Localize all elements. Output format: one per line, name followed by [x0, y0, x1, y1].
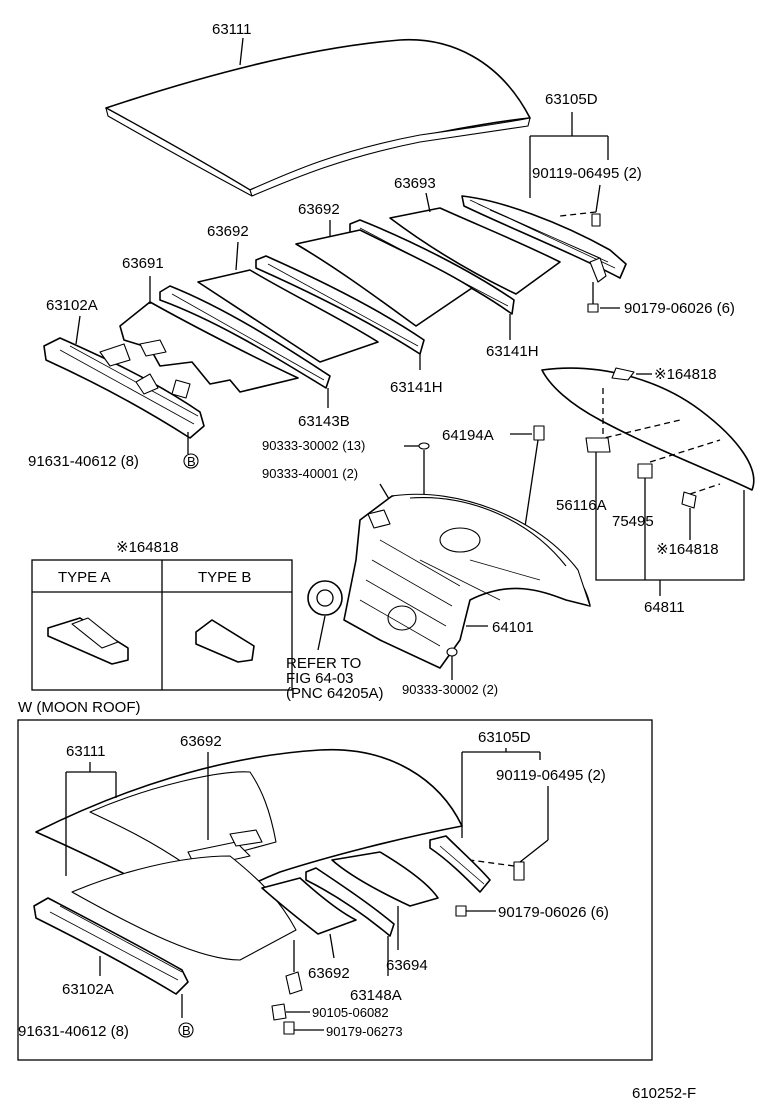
label-mr-pad: 63694: [386, 957, 428, 974]
label-mr-screw: 90105-06082: [312, 1005, 389, 1020]
mr-silencer-lower-drawing: [261, 877, 357, 935]
type-inset-box: ※164818 TYPE A TYPE B: [31, 539, 293, 691]
mr-front-rail-drawing: [33, 897, 189, 995]
label-clip-rear: 90333-30002 (2): [402, 682, 498, 697]
label-silencer-front: 63692: [207, 223, 249, 240]
label-bolt-upper: 90119-06495 (2): [532, 165, 642, 182]
front-silencer-drawing: [197, 269, 379, 363]
label-clip-2: 90333-40001 (2): [262, 466, 358, 481]
label-front-rail: 63102A: [46, 297, 98, 314]
label-type-a: TYPE A: [58, 569, 111, 586]
label-refer-line1: REFER TO: [286, 655, 361, 672]
label-mr-bow: 63148A: [350, 987, 402, 1004]
label-mr-front-rail: 63102A: [62, 981, 114, 998]
label-mr-rear-rail: 63105D: [478, 729, 531, 746]
speaker-cover-drawing: [307, 580, 343, 616]
label-inset-title: ※164818: [116, 539, 179, 556]
type-b-clip-drawing: [195, 619, 255, 663]
figure-code: 610252-F: [632, 1085, 696, 1102]
label-bow-rear: 63141H: [486, 343, 539, 360]
label-rear-panel: 64101: [492, 619, 534, 636]
headliner-silencer-drawing: [119, 301, 299, 393]
label-roof-panel: 63111: [212, 21, 252, 38]
middle-silencer-drawing: [295, 229, 473, 327]
circle-b-lower: [178, 1022, 194, 1038]
label-stud-upper: 91631-40612 (8): [28, 453, 139, 470]
label-refer-line2: FIG 64-03: [286, 670, 354, 687]
circle-b-lower-text: B: [182, 1023, 191, 1038]
label-rear-rail: 63105D: [545, 91, 598, 108]
rear-panel-drawing: [343, 493, 591, 669]
label-silencer-pad: 63691: [122, 255, 164, 272]
front-rail-drawing: [43, 337, 205, 439]
label-grommet: 64194A: [442, 427, 494, 444]
label-mr-nut: 90179-06026 (6): [498, 904, 609, 921]
label-cushion: 75495: [612, 513, 654, 530]
label-mr-silencer-lower: 63692: [308, 965, 350, 982]
label-rear-pad: 63693: [394, 175, 436, 192]
rear-rail-drawing: [461, 195, 627, 283]
label-bow-front: 63143B: [298, 413, 350, 430]
rear-pad-drawing: [389, 207, 561, 295]
label-nut-upper: 90179-06026 (6): [624, 300, 735, 317]
label-mr-silencer: 63692: [180, 733, 222, 750]
mr-rear-rail-drawing: [429, 835, 491, 893]
label-mark-upper: ※164818: [654, 366, 717, 383]
circle-b-upper: [183, 453, 199, 469]
label-mr-stud: 91631-40612 (8): [18, 1023, 129, 1040]
label-clip-13: 90333-30002 (13): [262, 438, 365, 453]
label-mark-lower: ※164818: [656, 541, 719, 558]
label-shelf-bracket: 56116A: [556, 497, 607, 514]
label-mr-nut-lower: 90179-06273: [326, 1024, 403, 1039]
roof-panel-drawing: [105, 38, 531, 197]
moon-roof-frame: [17, 719, 653, 1061]
mr-bow-drawing: [305, 867, 395, 937]
circle-b-upper-text: B: [187, 454, 196, 469]
mr-pad-drawing: [331, 851, 439, 907]
label-refer-line3: (PNC 64205A): [286, 685, 384, 702]
label-rear-shelf-trim: 64811: [644, 599, 685, 616]
label-type-b: TYPE B: [198, 569, 251, 586]
label-silencer-mid: 63692: [298, 201, 340, 218]
rear-shelf-trim-drawing: [541, 367, 755, 491]
label-mr-roof-panel: 63111: [66, 743, 106, 760]
type-a-clip-drawing: [47, 617, 129, 665]
label-mr-bolt: 90119-06495 (2): [496, 767, 606, 784]
label-bow-mid: 63141H: [390, 379, 443, 396]
label-section-title: W (MOON ROOF): [18, 699, 140, 716]
